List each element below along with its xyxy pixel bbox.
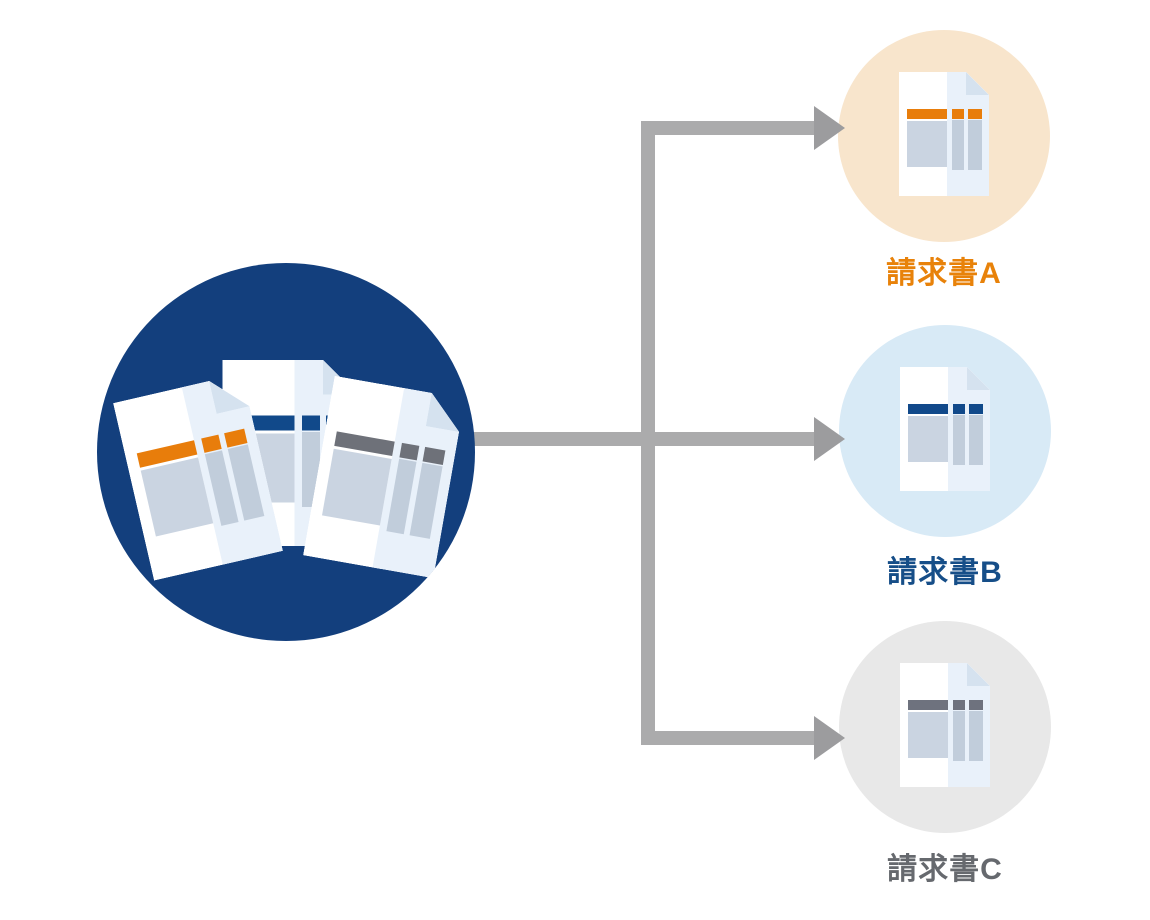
folded-corner-icon	[426, 393, 465, 432]
document-body-block	[322, 449, 392, 526]
document-column	[969, 711, 983, 761]
document-header-cell	[302, 416, 320, 431]
document-header-cell	[953, 700, 965, 710]
invoice-b-label: 請求書B	[887, 556, 1003, 589]
document-body-block	[908, 416, 948, 462]
arrowhead-icon	[814, 716, 845, 760]
source-invoices-circle	[97, 263, 475, 641]
arrowhead-icon	[814, 106, 845, 150]
invoice-a-label: 請求書A	[886, 257, 1002, 290]
document-column	[968, 120, 982, 170]
document-header-cell	[969, 700, 983, 710]
document-body-block	[908, 712, 948, 758]
document-header-cell	[969, 404, 983, 414]
invoice-b-circle	[839, 325, 1051, 537]
document-column	[969, 415, 983, 465]
invoice-c-circle	[839, 621, 1051, 833]
arrowhead-icon	[814, 417, 845, 461]
arrow-vertical-line	[641, 121, 655, 745]
document-page	[900, 663, 990, 787]
invoice-a-circle	[838, 30, 1050, 242]
document-header-bar	[907, 109, 947, 119]
document-header-cell	[399, 443, 419, 461]
arrow-branch-bottom-line	[641, 731, 816, 745]
document-header-cell	[968, 109, 982, 119]
document-column	[953, 711, 965, 761]
document-header-bar	[908, 404, 948, 414]
document-page	[900, 367, 990, 491]
arrow-branch-top-line	[641, 121, 816, 135]
arrow-trunk-line	[464, 432, 816, 446]
document-body-block	[907, 121, 947, 167]
document-header-cell	[952, 109, 964, 119]
document-column	[953, 415, 965, 465]
document-column	[952, 120, 964, 170]
invoice-document-icon	[900, 663, 990, 787]
invoice-document-icon	[900, 367, 990, 491]
document-page	[899, 72, 989, 196]
invoice-document-icon	[899, 72, 989, 196]
document-header-bar	[908, 700, 948, 710]
document-header-cell	[953, 404, 965, 414]
invoice-c-label: 請求書C	[887, 853, 1003, 886]
